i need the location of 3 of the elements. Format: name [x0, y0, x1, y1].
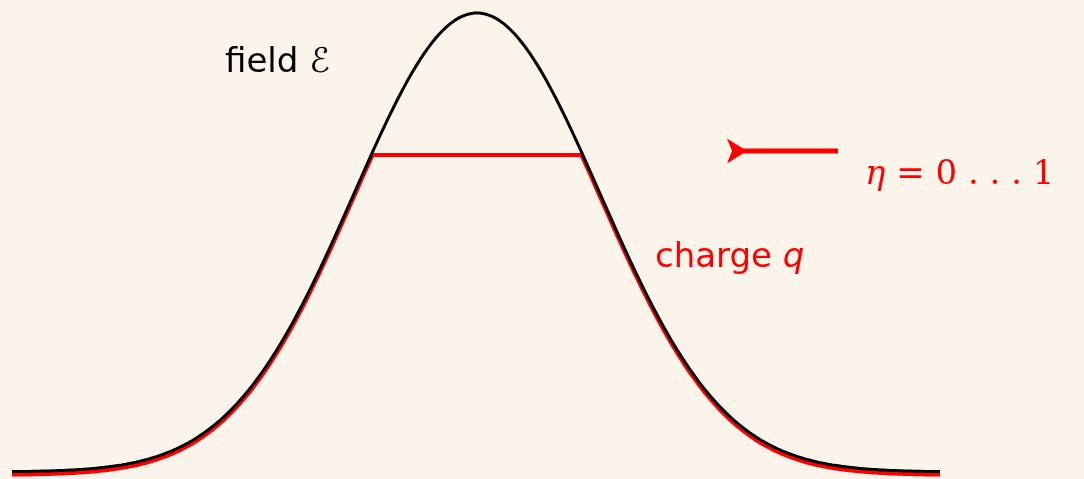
curve-label: charge q: [655, 235, 805, 275]
parameter-label: η = 0 . . . 1: [865, 152, 1055, 192]
curve-label: field ℰ: [225, 40, 330, 80]
